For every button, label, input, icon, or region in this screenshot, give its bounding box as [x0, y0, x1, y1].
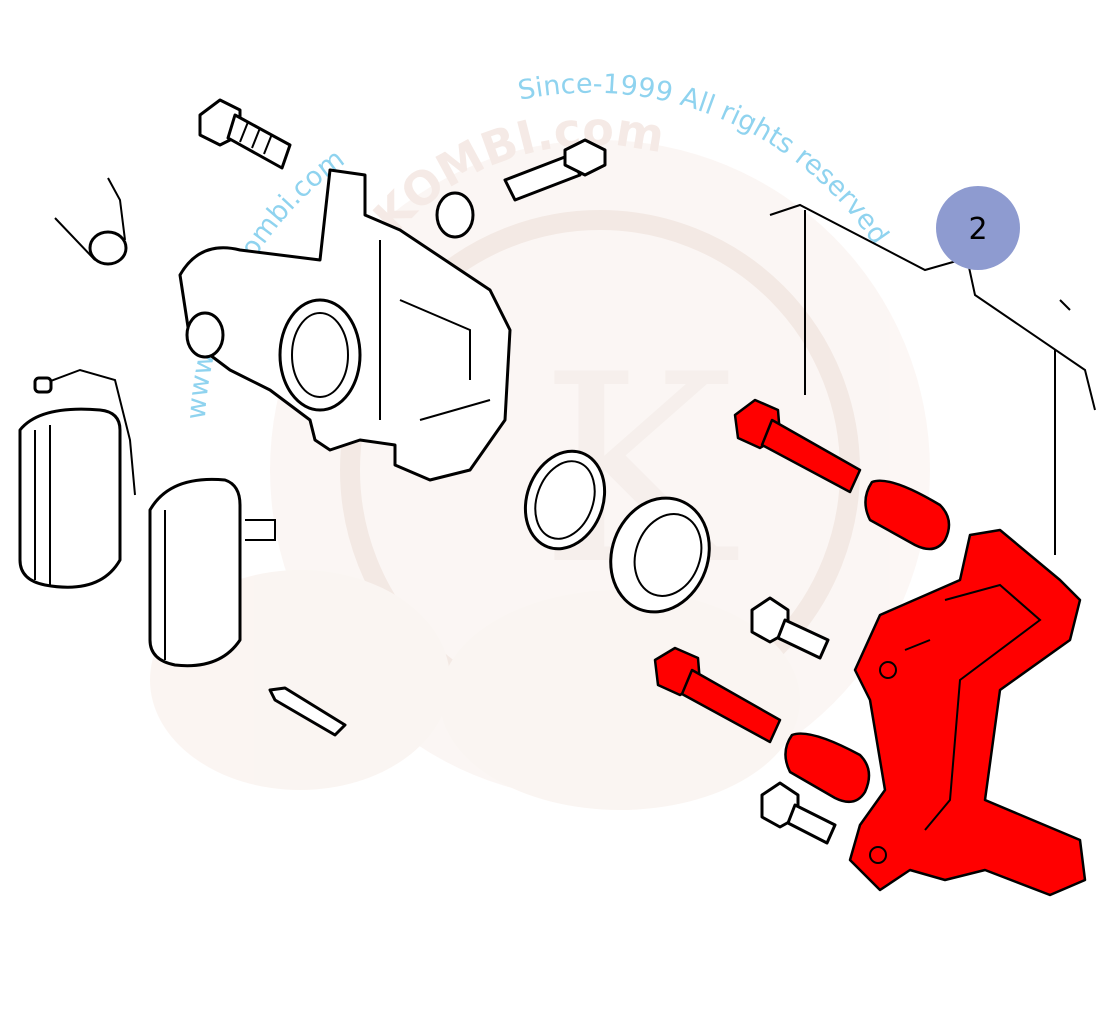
guide-pin-upper [733, 398, 862, 494]
brake-pad-outer [18, 368, 136, 589]
piston [609, 496, 711, 614]
bracket-bolt-upper [750, 596, 830, 660]
spring-clip [54, 177, 128, 266]
pad-shim [268, 686, 347, 737]
callout-badge [936, 186, 1020, 270]
guide-pin-lower [653, 646, 782, 744]
caliper-bracket [848, 528, 1087, 897]
callout-number: 2 [968, 212, 987, 247]
caliper-bolt [198, 98, 292, 170]
guide-pin-boot-lower [784, 732, 871, 804]
guide-pin-boot-upper [864, 479, 951, 551]
bracket-bolt-lower [760, 781, 837, 845]
bleeder-screw [503, 138, 607, 202]
piston-seal [523, 449, 607, 551]
brake-pad-inner [148, 477, 276, 668]
caliper-body [178, 168, 512, 482]
bleeder-cap [435, 191, 475, 239]
callout-2[interactable]: 2 [936, 186, 1020, 270]
